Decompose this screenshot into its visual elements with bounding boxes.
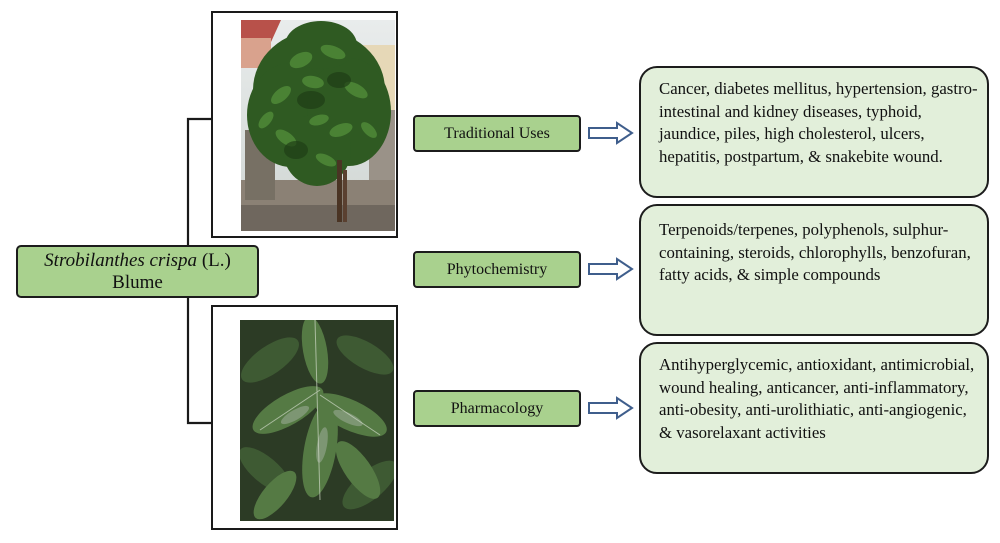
species-binomial: Strobilanthes crispa: [44, 249, 198, 271]
species-name: Strobilanthes crispa (L.) Blume: [18, 250, 257, 294]
species-authority: (L.) Blume: [112, 249, 231, 293]
details-text: Antihyperglycemic, antioxidant, antimicr…: [659, 355, 975, 442]
arrow-right-icon: [588, 257, 634, 281]
details-text: Cancer, diabetes mellitus, hypertension,…: [659, 79, 978, 166]
species-name-box: Strobilanthes crispa (L.) Blume: [16, 245, 259, 298]
phytochemistry-details: Terpenoids/terpenes, polyphenols, sulphu…: [639, 204, 989, 336]
leaf-closeup-photo: [240, 320, 394, 521]
category-label: Traditional Uses: [444, 124, 550, 142]
arrow-right-icon: [588, 396, 634, 420]
traditional-uses-details: Cancer, diabetes mellitus, hypertension,…: [639, 66, 989, 198]
category-label: Pharmacology: [450, 399, 544, 417]
arrow-right-icon: [588, 121, 634, 145]
category-label: Phytochemistry: [446, 260, 548, 278]
plant-shrub-photo: [241, 20, 395, 231]
plant-photo-frame: [211, 11, 398, 238]
leaf-photo-frame: [211, 305, 398, 530]
category-pharmacology: Pharmacology: [413, 390, 581, 427]
category-phytochemistry: Phytochemistry: [413, 251, 581, 288]
category-traditional-uses: Traditional Uses: [413, 115, 581, 152]
pharmacology-details: Antihyperglycemic, antioxidant, antimicr…: [639, 342, 989, 474]
details-text: Terpenoids/terpenes, polyphenols, sulphu…: [659, 220, 971, 285]
